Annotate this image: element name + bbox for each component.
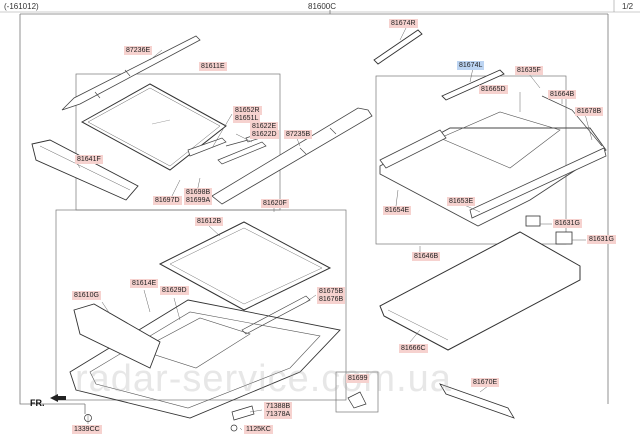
- part-label-81654E[interactable]: 81654E: [383, 206, 412, 215]
- part-label-81611E[interactable]: 81611E: [199, 62, 227, 71]
- part-label-81664B[interactable]: 81664B: [548, 90, 577, 99]
- part-label-81631G-lower[interactable]: 81631G: [587, 235, 616, 244]
- part-label-81622E[interactable]: 81622E: [250, 122, 279, 131]
- part-label-81676B[interactable]: 81676B: [317, 295, 346, 304]
- part-label-81652R[interactable]: 81652R: [233, 106, 262, 115]
- part-label-81697D[interactable]: 81697D: [153, 196, 182, 205]
- part-label-81674R[interactable]: 81674R: [389, 19, 418, 28]
- part-label-81698B[interactable]: 81698B: [184, 188, 213, 197]
- part-label-81612B[interactable]: 81612B: [195, 217, 224, 226]
- part-label-81635F[interactable]: 81635F: [515, 66, 543, 75]
- part-label-81614E[interactable]: 81614E: [130, 279, 159, 288]
- part-label-87235B[interactable]: 87235B: [284, 130, 313, 139]
- part-label-81646B[interactable]: 81646B: [412, 252, 441, 261]
- part-label-81665D[interactable]: 81665D: [479, 85, 508, 94]
- part-label-81631G-upper[interactable]: 81631G: [553, 219, 582, 228]
- part-label-81629D[interactable]: 81629D: [160, 286, 189, 295]
- part-label-81651L[interactable]: 81651L: [233, 114, 261, 123]
- part-label-1125KC[interactable]: 1125KC: [244, 425, 273, 434]
- part-label-81622D[interactable]: 81622D: [250, 130, 279, 139]
- front-direction-label: FR.: [30, 398, 45, 408]
- part-label-81641F[interactable]: 81641F: [75, 155, 103, 164]
- part-label-81678B[interactable]: 81678B: [575, 107, 604, 116]
- revision-label: (-161012): [4, 2, 39, 11]
- page-indicator: 1/2: [622, 2, 634, 11]
- part-label-81620F[interactable]: 81620F: [261, 199, 289, 208]
- watermark-text: radar-service.com.ua: [75, 358, 452, 400]
- part-label-81675B[interactable]: 81675B: [317, 287, 346, 296]
- part-label-81674L[interactable]: 81674L: [457, 61, 485, 70]
- part-label-81653E[interactable]: 81653E: [447, 197, 476, 206]
- assembly-number: 81600C: [308, 2, 337, 11]
- part-label-1339CC[interactable]: 1339CC: [72, 425, 102, 434]
- part-label-71378A[interactable]: 71378A: [264, 410, 293, 419]
- part-label-81610G[interactable]: 81610G: [72, 291, 101, 300]
- part-label-71388B[interactable]: 71388B: [264, 402, 293, 411]
- part-label-81699[interactable]: 81699: [346, 374, 370, 383]
- part-label-87236E[interactable]: 87236E: [124, 46, 153, 55]
- part-label-81666C[interactable]: 81666C: [399, 344, 428, 353]
- part-label-81670E[interactable]: 81670E: [471, 378, 500, 387]
- part-label-81699A[interactable]: 81699A: [184, 196, 213, 205]
